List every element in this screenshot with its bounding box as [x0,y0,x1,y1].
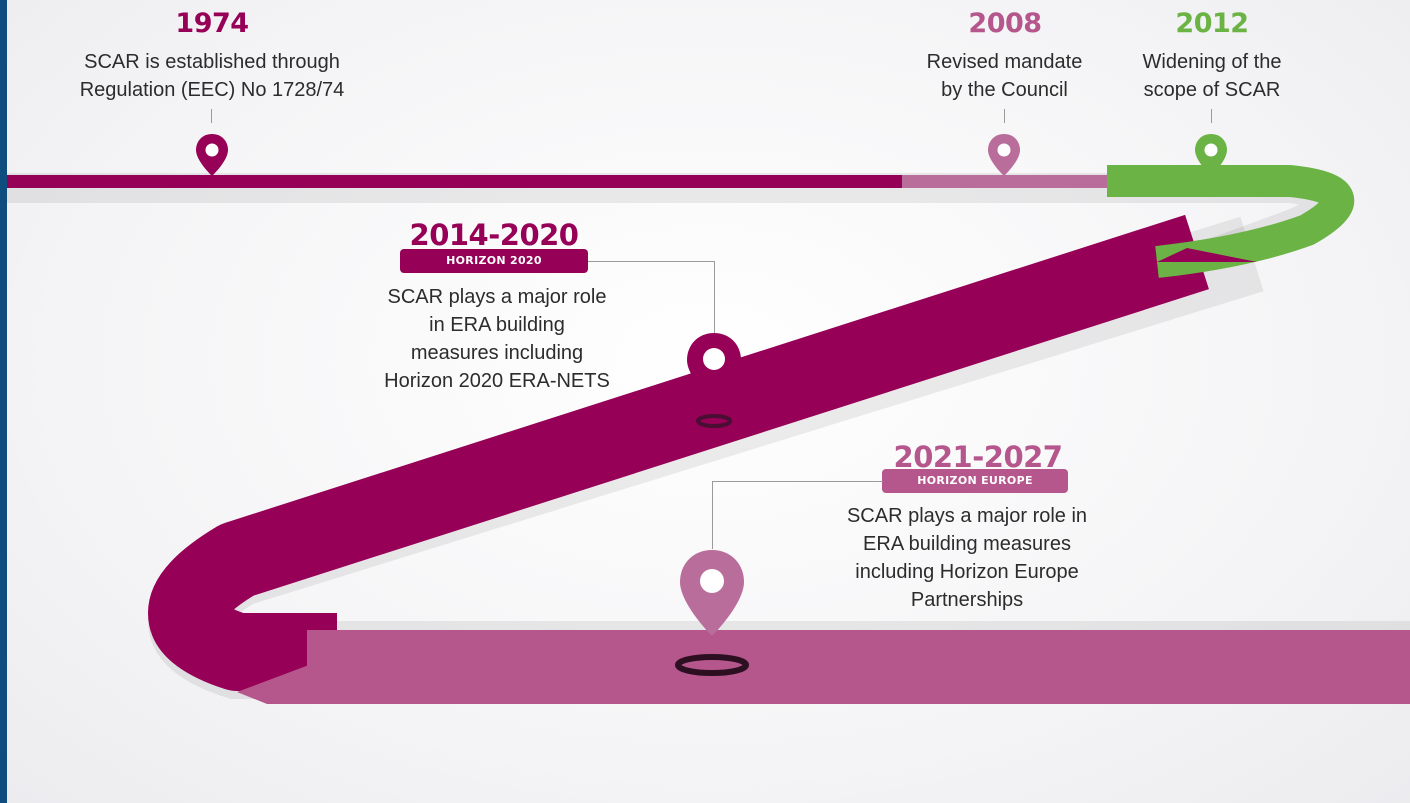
pin-ring-2014 [696,414,732,428]
milestone-2014-year: 2014-2020 [409,218,579,252]
milestone-2021-year: 2021-2027 [893,440,1063,474]
milestone-2014-badge: HORIZON 2020 [400,249,588,273]
milestone-2021-leader [712,481,883,482]
desc-line: ERA building measures [863,533,1071,555]
milestone-1974-tick [211,109,212,123]
location-pin-icon [687,333,741,403]
desc-line: scope of SCAR [1143,79,1281,101]
road-segment-2014-2020 [148,214,1209,691]
milestone-2008-year: 2008 [968,8,1042,39]
desc-line: SCAR is established through [84,51,340,73]
desc-line: Regulation (EEC) No 1728/74 [79,79,345,101]
left-frame-border [0,0,7,803]
milestone-2012-tick [1211,109,1212,123]
timeline-road [7,165,1410,704]
location-pin-icon [680,550,744,636]
desc-line: in ERA building [429,314,565,336]
milestone-2021-leader [712,481,713,549]
milestone-2021-description: SCAR plays a major role in ERA building … [802,502,1132,614]
milestone-1974-year: 1974 [175,8,249,39]
desc-line: measures including [410,342,584,364]
milestone-1974-description: SCAR is established through Regulation (… [17,48,407,104]
milestone-2012-description: Widening of the scope of SCAR [1107,48,1317,104]
desc-line: Partnerships [910,589,1024,611]
milestone-2008-tick [1004,109,1005,123]
milestone-2012-year: 2012 [1175,8,1249,39]
desc-line: SCAR plays a major role [387,286,607,308]
milestone-2021-badge: HORIZON EUROPE [882,469,1068,493]
milestone-2008-description: Revised mandate by the Council [887,48,1122,104]
timeline-canvas: 1974 SCAR is established through Regulat… [7,0,1410,803]
desc-line: Widening of the [1142,51,1282,73]
milestone-2014-leader [714,261,715,333]
pin-ring-2021 [675,654,749,676]
road-segment-2008 [902,175,1107,188]
desc-line: SCAR plays a major role in [846,505,1088,527]
road-segment-1974 [7,175,902,188]
desc-line: including Horizon Europe [855,561,1079,583]
desc-line: by the Council [941,79,1068,101]
desc-line: Horizon 2020 ERA-NETS [384,370,610,392]
milestone-2014-leader [588,261,715,262]
milestone-2014-description: SCAR plays a major role in ERA building … [327,283,667,395]
desc-line: Revised mandate [926,51,1083,73]
location-pin-icon [196,134,228,176]
location-pin-icon [1195,134,1227,176]
location-pin-icon [988,134,1020,176]
